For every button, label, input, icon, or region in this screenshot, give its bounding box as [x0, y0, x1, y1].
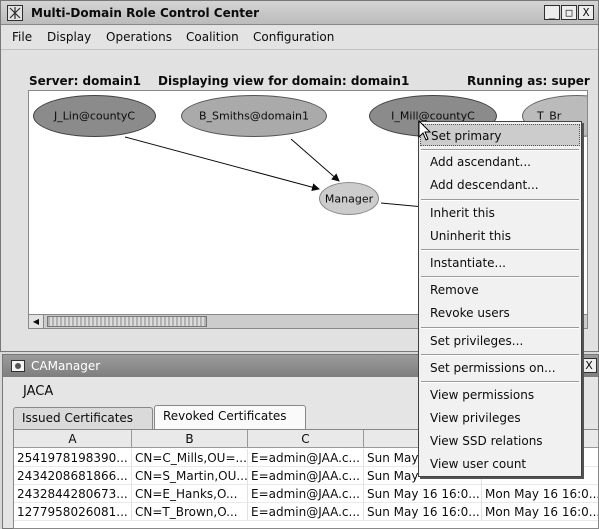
- role-context-menu: Set primary Add ascendant... Add descend…: [418, 121, 582, 477]
- ca-window-title: CAManager: [31, 359, 101, 373]
- table-cell[interactable]: E=admin@JAA.c...: [248, 485, 364, 503]
- arrow-left-icon[interactable]: ◀: [29, 315, 44, 328]
- column-header[interactable]: C: [248, 430, 364, 448]
- menu-item-view-permissions[interactable]: View permissions: [430, 388, 535, 402]
- menu-separator: [421, 327, 579, 329]
- menu-item-view-ssd-relations[interactable]: View SSD relations: [430, 434, 543, 448]
- table-cell[interactable]: [482, 467, 598, 485]
- edge-jlin-manager: [124, 136, 320, 192]
- window-title: Multi-Domain Role Control Center: [31, 6, 260, 20]
- menu-separator: [421, 249, 579, 251]
- table-cell[interactable]: CN=E_Hanks,O...: [132, 485, 248, 503]
- title-bar[interactable]: Multi-Domain Role Control Center _ □ X: [1, 1, 598, 25]
- table-cell[interactable]: 1277958026081...: [14, 503, 132, 521]
- menu-coalition[interactable]: Coalition: [186, 30, 239, 44]
- maximize-button[interactable]: □: [561, 5, 577, 20]
- menu-item-inherit-this[interactable]: Inherit this: [430, 206, 495, 220]
- table-cell[interactable]: CN=T_Brown,O...: [132, 503, 248, 521]
- table-cell[interactable]: CN=S_Martin,OU...: [132, 467, 248, 485]
- role-node-bsmiths[interactable]: B_Smiths@domain1: [181, 95, 327, 137]
- graph-edges: [124, 136, 425, 208]
- menu-configuration[interactable]: Configuration: [253, 30, 335, 44]
- edge-manager-right: [380, 202, 425, 208]
- menu-item-uninherit-this[interactable]: Uninherit this: [430, 229, 511, 243]
- table-cell[interactable]: 2541978198390...: [14, 449, 132, 467]
- menu-file[interactable]: File: [12, 30, 33, 44]
- close-icon: X: [585, 359, 593, 372]
- menu-separator: [421, 199, 579, 201]
- table-cell[interactable]: E=admin@JAA.c...: [248, 467, 364, 485]
- table-cell[interactable]: E=admin@JAA.c...: [248, 503, 364, 521]
- menu-item-instantiate[interactable]: Instantiate...: [430, 256, 506, 270]
- running-as-label: Running as: super: [467, 74, 590, 88]
- menu-item-set-primary[interactable]: Set primary: [420, 124, 580, 146]
- menu-item-add-ascendant[interactable]: Add ascendant...: [430, 155, 531, 169]
- menu-item-view-privileges[interactable]: View privileges: [430, 411, 521, 425]
- table-cell[interactable]: E=admin@JAA.c...: [248, 449, 364, 467]
- role-node-manager[interactable]: Manager: [319, 182, 379, 215]
- edge-bsmiths-manager: [290, 138, 340, 182]
- table-cell[interactable]: 2434208681866...: [14, 467, 132, 485]
- view-label: Displaying view for domain: domain1: [158, 74, 410, 88]
- role-graph-icon: [7, 5, 23, 21]
- menu-separator: [421, 381, 579, 383]
- table-cell[interactable]: 2432844280673...: [14, 485, 132, 503]
- menu-separator: [421, 354, 579, 356]
- table-cell[interactable]: Mon May 16 16:0...: [482, 485, 598, 503]
- mouse-pointer-icon: [418, 120, 432, 141]
- menu-separator: [421, 276, 579, 278]
- minimize-button[interactable]: _: [544, 5, 560, 20]
- ca-authority-name: JACA: [23, 384, 54, 399]
- column-header[interactable]: B: [132, 430, 248, 448]
- tab-issued-certificates[interactable]: Issued Certificates: [13, 407, 153, 429]
- role-node-jlin[interactable]: J_Lin@countyC: [33, 95, 156, 137]
- menu-item-set-permissions-on[interactable]: Set permissions on...: [430, 361, 556, 375]
- menu-item-set-privileges[interactable]: Set privileges...: [430, 334, 524, 348]
- close-button[interactable]: X: [578, 5, 594, 20]
- menu-bar: File Display Operations Coalition Config…: [1, 26, 598, 50]
- column-header[interactable]: A: [14, 430, 132, 448]
- menu-display[interactable]: Display: [47, 30, 92, 44]
- close-icon: X: [582, 6, 590, 19]
- tab-revoked-certificates[interactable]: Revoked Certificates: [154, 405, 306, 429]
- table-cell[interactable]: Sun May 16 16:0...: [364, 503, 482, 521]
- table-cell[interactable]: Sun May 16 16:0...: [364, 485, 482, 503]
- menu-item-add-descendant[interactable]: Add descendant...: [430, 178, 539, 192]
- menu-operations[interactable]: Operations: [106, 30, 172, 44]
- menu-separator: [421, 149, 579, 151]
- table-cell[interactable]: Mon May 16 16:0...: [482, 503, 598, 521]
- menu-item-view-user-count[interactable]: View user count: [430, 457, 527, 471]
- minimize-icon: _: [548, 6, 556, 19]
- server-label: Server: domain1: [29, 74, 141, 88]
- menu-item-revoke-users[interactable]: Revoke users: [430, 306, 510, 320]
- ca-close-button[interactable]: X: [581, 358, 597, 373]
- menu-item-remove[interactable]: Remove: [430, 283, 479, 297]
- maximize-icon: □: [565, 6, 573, 19]
- table-cell[interactable]: CN=C_Mills,OU=...: [132, 449, 248, 467]
- certificate-icon: [11, 360, 25, 372]
- scroll-thumb[interactable]: [47, 316, 207, 327]
